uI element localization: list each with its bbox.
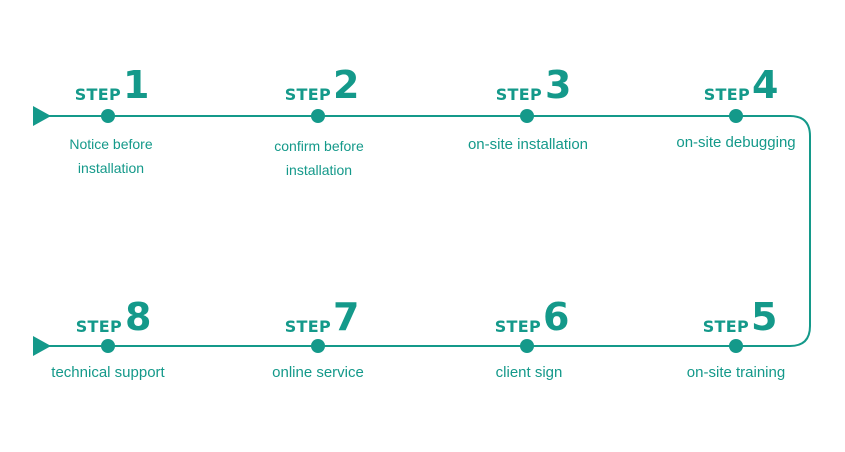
step-number: 8 [125,295,152,339]
step-word: STEP [494,317,541,336]
step-number: 3 [545,63,572,107]
step-label: Notice before installation [69,136,153,176]
step-number: 2 [333,63,360,107]
step-node-8 [101,339,115,353]
step-label: confirm before installation [274,138,364,178]
step-word: STEP [702,317,749,336]
step-number: 4 [752,63,779,107]
step-label: on-site installation [467,136,589,153]
step-node-4 [729,109,743,123]
step-node-2 [311,109,325,123]
step-number: 1 [123,63,150,107]
step-number: 5 [751,295,778,339]
step-word: STEP [75,317,122,336]
step-node-3 [520,109,534,123]
arrow-head-icon [33,106,51,126]
step-number: 7 [333,295,360,339]
step-node-1 [101,109,115,123]
connector-line [44,115,811,347]
step-label: client sign [495,364,563,381]
step-word: STEP [495,85,542,104]
step-node-7 [311,339,325,353]
step-node-5 [729,339,743,353]
step-word: STEP [703,85,750,104]
step-number: 6 [543,295,570,339]
step-word: STEP [74,85,121,104]
arrow-head-icon [33,336,51,356]
step-word: STEP [284,85,331,104]
step-node-6 [520,339,534,353]
step-label: technical support [51,364,165,381]
step-label: on-site training [686,364,786,381]
step-label: on-site debugging [676,134,796,151]
step-label: online service [272,364,364,381]
step-word: STEP [284,317,331,336]
